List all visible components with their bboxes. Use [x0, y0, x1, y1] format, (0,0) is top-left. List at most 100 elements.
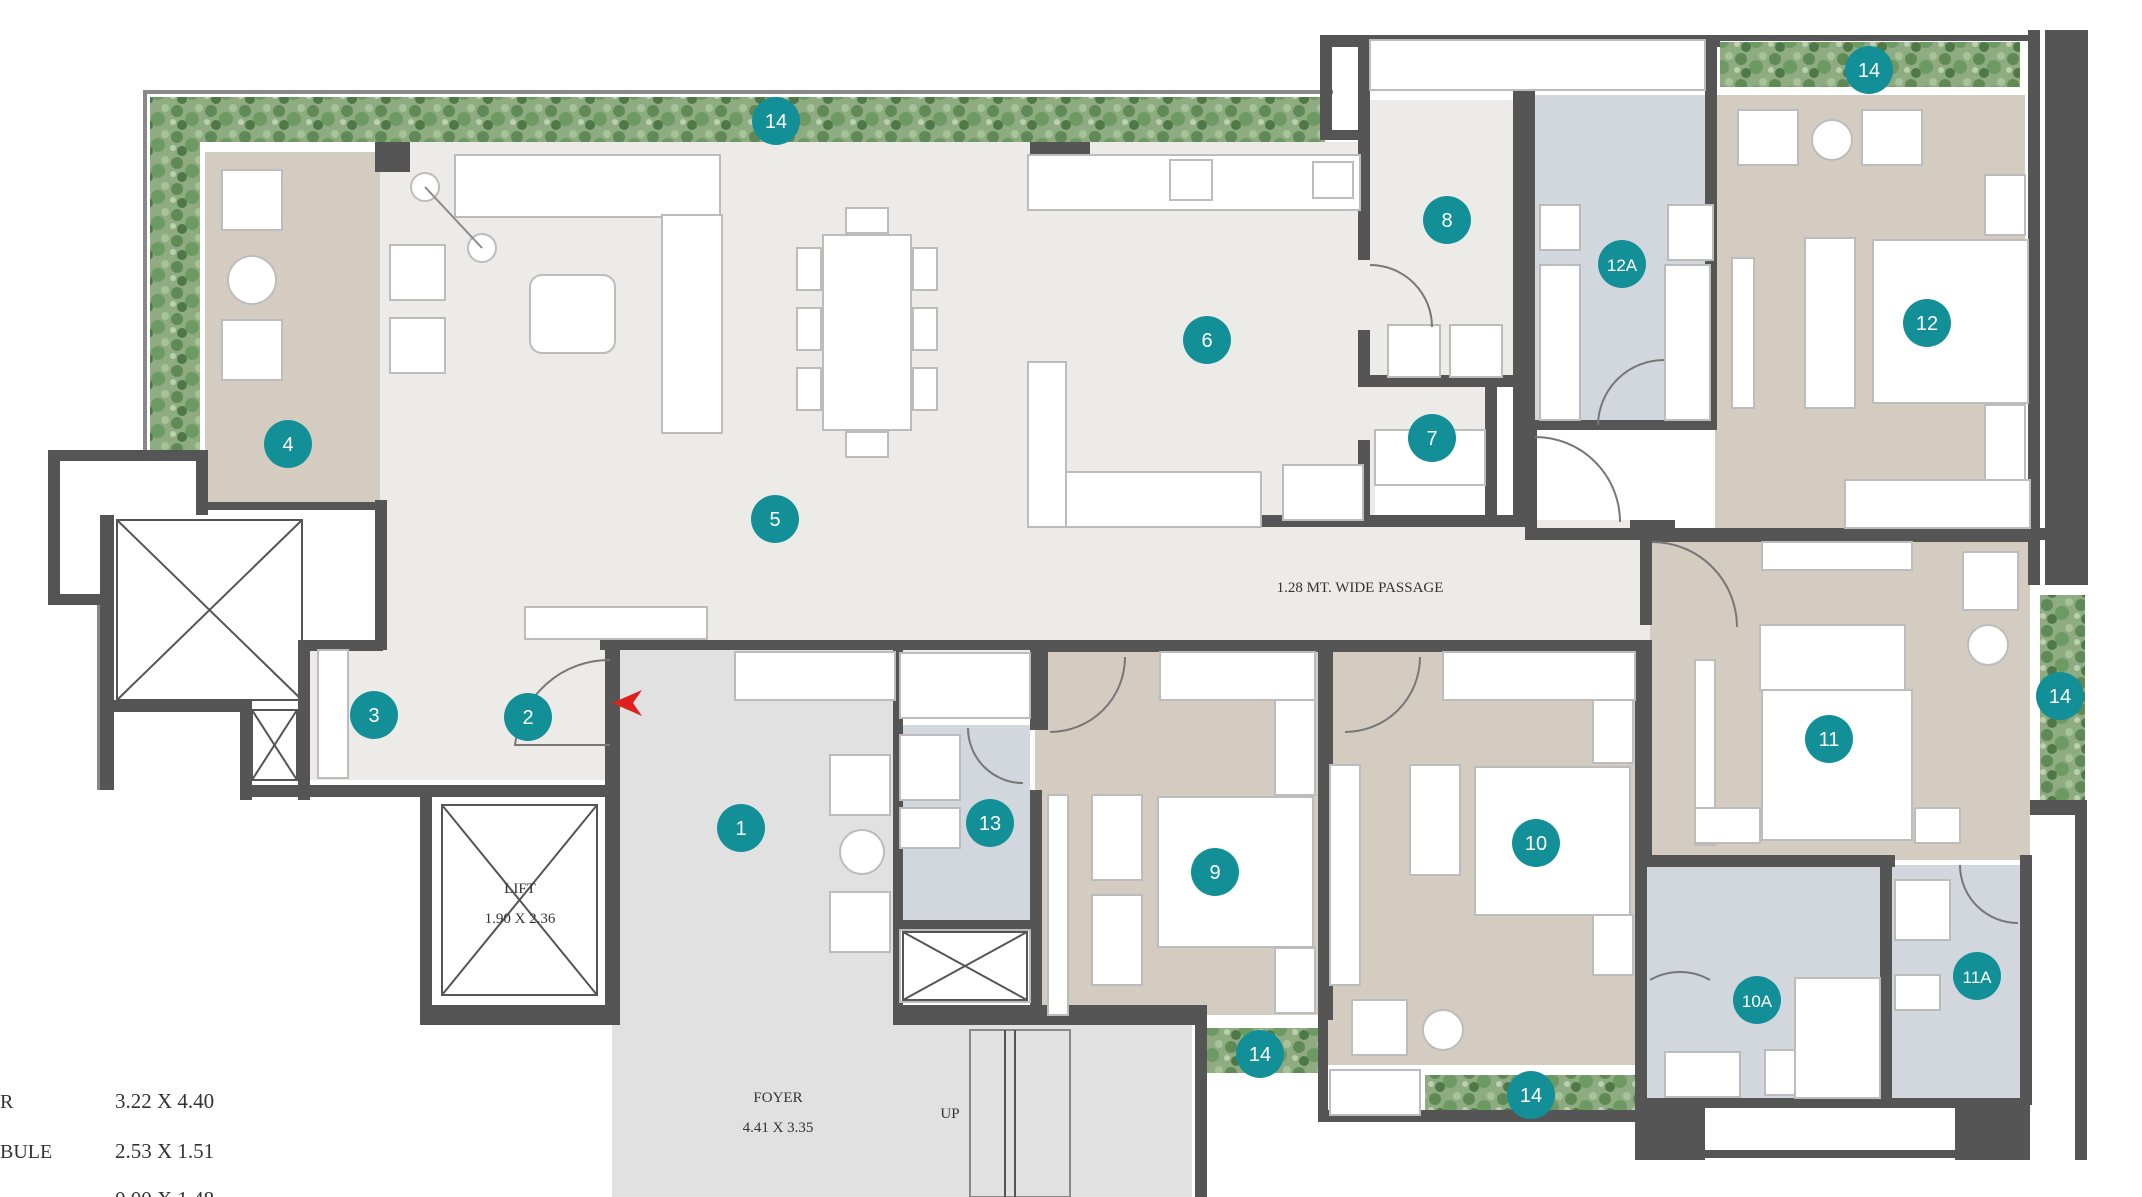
foyer-lower: [612, 1005, 1192, 1197]
bed-11: [1761, 689, 1913, 841]
sofa-top: [454, 154, 721, 218]
marker-label: 14: [2049, 686, 2071, 708]
wall-left-box-left: [48, 450, 60, 605]
marker-label: 14: [765, 111, 787, 133]
wall-ll-3: [240, 700, 252, 800]
lamp-arm: [424, 186, 483, 249]
chair-12-a: [1737, 109, 1799, 166]
living-chair-2: [389, 317, 446, 374]
marker-circle: [1236, 1030, 1284, 1078]
marker-circle: [1191, 848, 1239, 896]
shaft-13-cross: [902, 931, 1028, 1001]
foyer-bench: [734, 651, 896, 701]
marker-circle: [1507, 1071, 1555, 1119]
counter-12a-b: [1664, 264, 1711, 421]
kitchen-counter-left: [1027, 361, 1067, 528]
living-chair-1: [389, 244, 446, 301]
room-marker-1: 1: [717, 804, 765, 852]
deck-chair-2: [221, 319, 283, 381]
wardrobe-9-top: [1159, 651, 1316, 701]
parapet-left: [143, 90, 147, 450]
wall-store-left: [1358, 40, 1370, 260]
coffee-table: [529, 274, 616, 354]
lift-title: LIFT: [504, 881, 536, 897]
marker-circle: [350, 691, 398, 739]
marker-label: 10: [1525, 833, 1547, 855]
dining-chair: [796, 367, 822, 411]
sofa-side: [661, 214, 723, 434]
room-marker-11: 11: [1805, 715, 1853, 763]
bedside-11a: [1759, 624, 1906, 691]
room-marker-14e: 14: [1507, 1071, 1555, 1119]
wall-7-right: [1485, 380, 1497, 525]
legend-name-0: R: [0, 1091, 14, 1113]
wall-10a-left: [1635, 855, 1647, 1155]
wall-9-left: [1030, 640, 1048, 730]
marker-circle: [1733, 976, 1781, 1024]
room-marker-13: 13: [966, 799, 1014, 847]
lift-car: [441, 804, 598, 996]
wardrobe-10-side: [1592, 699, 1634, 764]
marker-label: 12: [1916, 313, 1938, 335]
wall-lift-right: [605, 650, 620, 1025]
basin-12a: [1667, 204, 1714, 261]
bedside-11b: [1694, 807, 1761, 844]
wall-top-left-box2: [1320, 130, 1365, 140]
wall-11a-right: [2020, 855, 2032, 1105]
room-marker-10: 10: [1512, 819, 1560, 867]
shoe-cabinet: [317, 649, 349, 779]
legend-size-2: 0.00 X 1.48: [115, 1187, 214, 1197]
wall-deck-bottom: [205, 502, 385, 510]
marker-label: 6: [1201, 330, 1212, 352]
room-marker-14a: 14: [752, 97, 800, 145]
walls: [48, 30, 2088, 1197]
door-12: [1534, 436, 1621, 523]
marker-circle: [2036, 672, 2084, 720]
wall-9-left2: [1030, 790, 1042, 1020]
room-marker-12a: 12A: [1598, 240, 1646, 288]
room-marker-14d: 14: [1236, 1030, 1284, 1078]
dining-chair: [845, 207, 889, 234]
store-wall-box: [1369, 39, 1706, 91]
entry-arrow-icon: [612, 690, 642, 716]
door-10: [1344, 656, 1421, 733]
wall-12a-bottom: [1525, 420, 1715, 430]
marker-label: 14: [1249, 1044, 1271, 1066]
kitchen-unit: [1282, 464, 1364, 521]
wall-13-top: [893, 640, 1030, 650]
wc-12a: [1539, 204, 1581, 251]
wall-10a-right: [1880, 855, 1892, 1105]
door-12a: [1597, 359, 1665, 426]
wall-10-left: [1318, 1010, 1328, 1120]
wall-bottom-rail: [1640, 1150, 2030, 1158]
chair-10: [1351, 999, 1408, 1056]
staircase: [969, 1029, 1071, 1197]
wall-left-box-right: [196, 450, 208, 515]
wall-foyer-top: [600, 640, 958, 650]
fridge-2: [1449, 324, 1503, 378]
marker-label: 4: [282, 434, 293, 456]
basin-10a: [1664, 1051, 1741, 1098]
wall-11-left2: [1640, 640, 1652, 860]
wall-lift-bottom: [420, 1005, 620, 1025]
bedside-12: [1804, 237, 1856, 409]
marker-circle: [1805, 715, 1853, 763]
stair-up-label: UP: [940, 1106, 959, 1122]
side-table-11: [1967, 624, 2009, 666]
door-9: [1049, 656, 1126, 733]
dining-chair: [912, 367, 938, 411]
bedside-10b: [1592, 914, 1634, 976]
wall-shaft-right: [1195, 1005, 1207, 1197]
kitchen-counter-bottom: [1065, 471, 1262, 528]
dining-chair: [845, 431, 889, 458]
door-11a: [1959, 864, 2019, 924]
room-marker-11a: 11A: [1953, 952, 2001, 1000]
basin-11a: [1894, 879, 1951, 941]
marker-circle: [1598, 240, 1646, 288]
room-marker-10a: 10A: [1733, 976, 1781, 1024]
marker-circle: [752, 97, 800, 145]
bedside-11c: [1914, 807, 1961, 844]
planter-box-10: [1329, 1069, 1421, 1116]
marker-circle: [1953, 952, 2001, 1000]
furniture: [221, 39, 2031, 1116]
